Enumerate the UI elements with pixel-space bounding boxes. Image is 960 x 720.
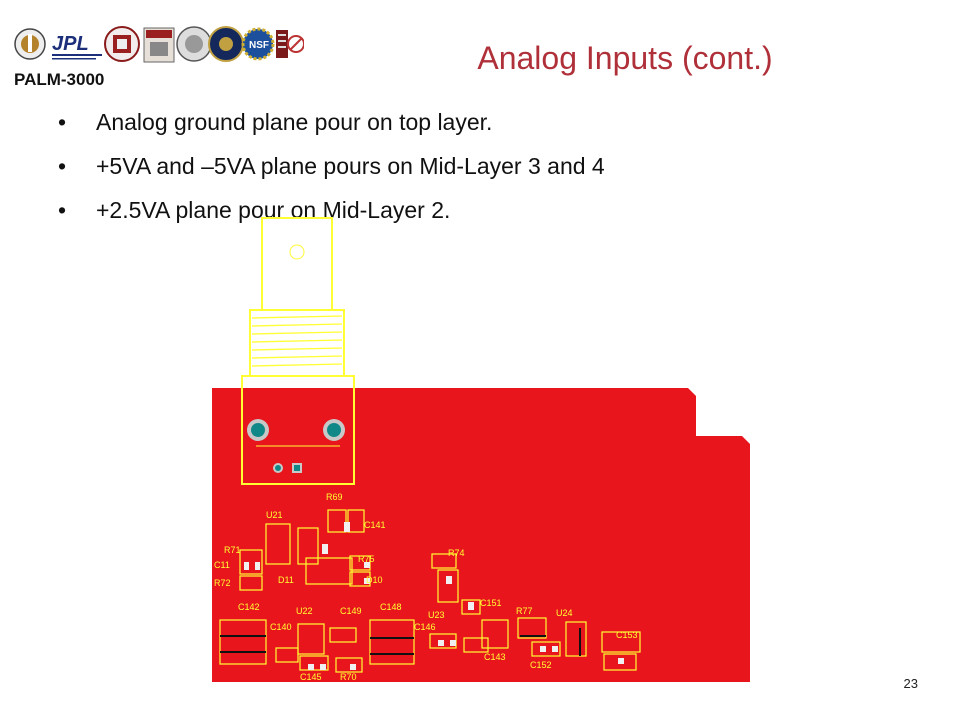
slide-title: Analog Inputs (cont.) [477, 40, 773, 76]
seal-icon [176, 26, 212, 62]
pcb-label: C146 [414, 622, 436, 632]
bullet-item: • +5VA and –5VA plane pours on Mid-Layer … [58, 150, 605, 194]
page-number: 23 [903, 676, 918, 691]
caltech-seal-icon [14, 28, 46, 60]
nsf-logo-icon: NSF [241, 27, 275, 61]
pcb-layout-image: R69 U21 C141 R71 C11 R72 R75 D11 D10 R74… [212, 217, 750, 682]
pcb-label: C148 [380, 602, 402, 612]
pcb-label: D10 [366, 575, 383, 585]
pcb-label: R72 [214, 578, 231, 588]
pcb-label: C149 [340, 606, 362, 616]
pcb-label: U22 [296, 606, 313, 616]
bullet-icon: • [58, 197, 67, 223]
svg-text:JPL: JPL [52, 33, 89, 55]
bnc-connector-outline [241, 217, 355, 485]
pcb-label: C143 [484, 652, 506, 662]
pcb-label: R70 [340, 672, 357, 682]
bullet-icon: • [58, 153, 67, 179]
ground-plane-pour [212, 388, 750, 682]
pcb-label: C142 [238, 602, 260, 612]
bnc-pads [247, 419, 345, 473]
jpl-logo-icon: JPL [52, 33, 102, 60]
pcb-label: R74 [448, 548, 465, 558]
pcb-label: C152 [530, 660, 552, 670]
pcb-label: D11 [278, 575, 294, 585]
bullet-text: Analog ground plane pour on top layer. [96, 109, 493, 135]
pcb-label: R75 [358, 554, 375, 564]
brand-name: PALM-3000 [14, 70, 105, 89]
pcb-label: U21 [266, 510, 283, 520]
bullet-text: +5VA and –5VA plane pours on Mid-Layer 3… [96, 153, 605, 179]
pcb-label: C145 [300, 672, 322, 682]
bullet-icon: • [58, 109, 67, 135]
pcb-label: C11 [214, 560, 230, 570]
astro-logo-icon [287, 35, 304, 53]
smd-pads [244, 522, 624, 670]
amnh-logo-icon [276, 30, 288, 58]
pcb-label: U24 [556, 608, 573, 618]
traces [220, 628, 581, 656]
cornell-seal-icon [104, 26, 140, 62]
crest-icon [143, 27, 175, 63]
sponsor-logos: JPL NSF [14, 26, 304, 63]
pcb-label: C140 [270, 622, 292, 632]
pcb-label: C153 [616, 630, 638, 640]
pcb-label: R71 [224, 545, 241, 555]
bullet-item: • Analog ground plane pour on top layer. [58, 106, 605, 150]
pcb-label: R69 [326, 492, 343, 502]
pcb-label: C151 [480, 598, 502, 608]
pcb-label: R77 [516, 606, 533, 616]
silkscreen-labels: R69 U21 C141 R71 C11 R72 R75 D11 D10 R74… [214, 492, 638, 682]
svg-text:NSF: NSF [249, 40, 269, 51]
pcb-label: U23 [428, 610, 445, 620]
oxford-seal-icon [208, 26, 244, 62]
pcb-label: C141 [364, 520, 386, 530]
